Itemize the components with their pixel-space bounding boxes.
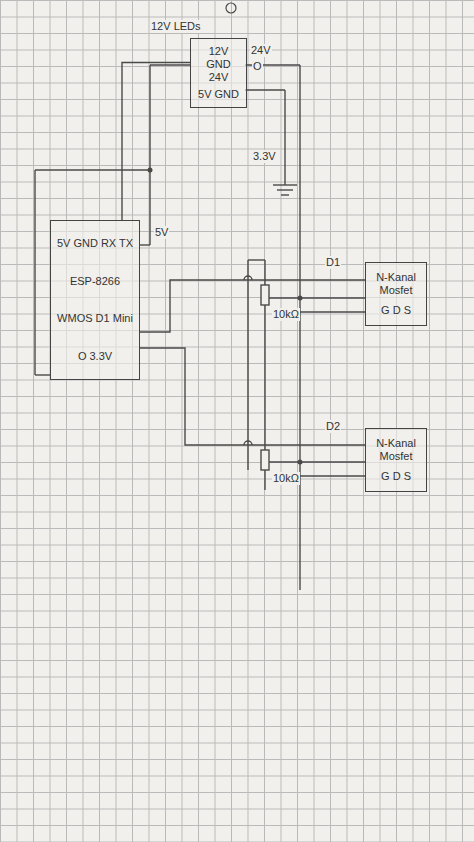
resistor-value: 10kΩ bbox=[272, 472, 300, 485]
terminal-label: O bbox=[252, 60, 263, 73]
pin-label: D2 bbox=[325, 420, 341, 433]
voltage-label: 3.3V bbox=[252, 150, 277, 163]
box-text: G D S bbox=[381, 304, 411, 317]
wire bbox=[140, 348, 365, 445]
box-text: O 3.3V bbox=[78, 350, 112, 363]
wire bbox=[140, 280, 365, 332]
box-text: N-Kanal Mosfet bbox=[370, 437, 422, 463]
box-text: WMOS D1 Mini bbox=[57, 312, 133, 325]
wire bbox=[122, 63, 190, 221]
box-text: N-Kanal Mosfet bbox=[370, 271, 422, 297]
esp-board: 5V GND RX TX ESP-8266WMOS D1 Mini O 3.3V bbox=[50, 220, 140, 380]
box-text: 5V GND bbox=[198, 88, 239, 101]
converter-box: 12V GND 24V 5V GND bbox=[190, 38, 247, 108]
note-text: 12V LEDs bbox=[150, 20, 202, 33]
box-text: ESP-8266 bbox=[70, 275, 120, 288]
mosfet-box: N-Kanal Mosfet G D S bbox=[365, 262, 427, 326]
voltage-label: 5V bbox=[154, 226, 169, 239]
pin-label: D1 bbox=[325, 256, 341, 269]
box-text: 5V GND RX TX bbox=[57, 237, 133, 250]
voltage-label: 24V bbox=[250, 44, 272, 57]
box-text: G D S bbox=[381, 470, 411, 483]
mosfet-box: N-Kanal Mosfet G D S bbox=[365, 428, 427, 492]
box-text: 12V GND 24V bbox=[195, 45, 242, 85]
resistor-value: 10kΩ bbox=[272, 308, 300, 321]
